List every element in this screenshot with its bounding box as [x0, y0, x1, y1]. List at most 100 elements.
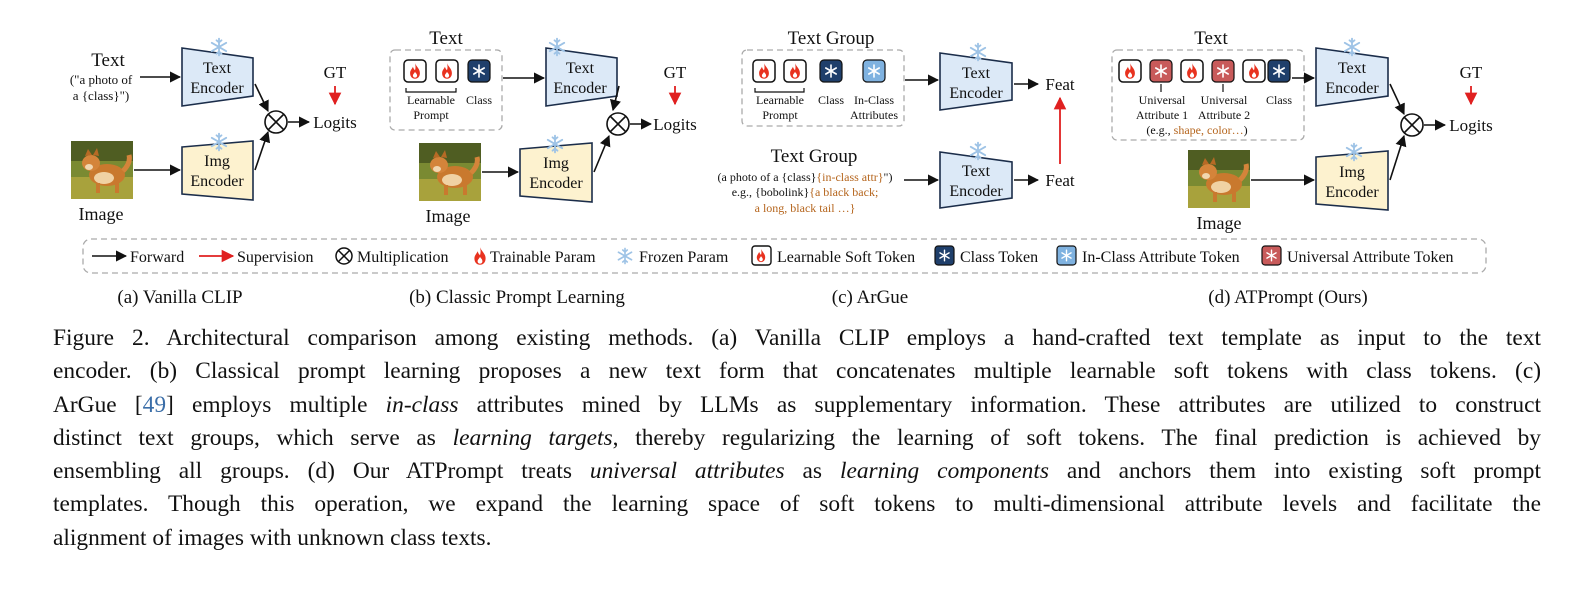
- c-text-group-bottom: Text Group: [771, 146, 858, 167]
- c-text-group-top: Text Group: [788, 28, 875, 49]
- legend-soft-token-icon: [751, 245, 772, 266]
- d-img-encoder: Img Encoder: [1315, 142, 1389, 211]
- c-text-encoder-bottom: Text Encoder: [939, 141, 1013, 209]
- svg-text:Class: Class: [1266, 93, 1292, 107]
- caption-line-3: ArGue [49] employs multiple in-class att…: [53, 391, 1542, 418]
- svg-text:Attribute 2: Attribute 2: [1198, 108, 1250, 122]
- legend-in-class-token: In-Class Attribute Token: [1082, 249, 1240, 266]
- b-img-encoder: Img Encoder: [519, 134, 593, 203]
- c-feat-top: Feat: [1045, 75, 1075, 94]
- d-universal-token-1: [1149, 59, 1173, 83]
- svg-text:Universal: Universal: [1139, 93, 1186, 107]
- svg-text:Text: Text: [962, 65, 991, 82]
- b-text-box: [389, 49, 503, 131]
- legend-forward: Forward: [130, 249, 184, 266]
- legend-class-token-icon: [934, 245, 955, 266]
- c-example-line1: e.g., {bobolink}{a black back;: [732, 185, 879, 199]
- d-soft-token-1: [1118, 59, 1142, 83]
- legend-in-class-token-icon: [1056, 245, 1077, 266]
- svg-text:Text: Text: [962, 163, 991, 180]
- c-example-line2: a long, black tail …}: [755, 201, 856, 215]
- d-text-label: Text: [1194, 28, 1228, 49]
- a-gt-label: GT: [324, 63, 347, 82]
- c-text-box: [741, 49, 905, 127]
- panel-a: Text ("a photo of a {class}") Text Encod…: [70, 37, 357, 224]
- d-text-box: [1111, 49, 1305, 141]
- panel-b: Text Learnable Prompt Class Text Encoder…: [389, 28, 697, 226]
- caption-b: (b) Classic Prompt Learning: [409, 287, 625, 308]
- svg-text:Class: Class: [466, 93, 492, 107]
- svg-text:Encoder: Encoder: [1325, 184, 1379, 201]
- b-multiplication-icon: [606, 112, 630, 136]
- b-gt-label: GT: [664, 63, 687, 82]
- a-image-label: Image: [79, 204, 124, 224]
- b-soft-token-2: [435, 59, 459, 83]
- architecture-figure: Text ("a photo of a {class}") Text Encod…: [70, 28, 1493, 308]
- svg-text:Text: Text: [1338, 60, 1367, 77]
- legend-flame-icon: [474, 247, 486, 265]
- caption-line-4: distinct text groups, which serve as lea…: [53, 424, 1542, 451]
- d-logits-label: Logits: [1449, 116, 1492, 135]
- c-soft-token-1: [752, 59, 776, 83]
- a-dog-image: [71, 141, 133, 199]
- svg-text:Text: Text: [566, 60, 595, 77]
- c-class-token: [819, 59, 843, 83]
- d-multiplication-icon: [1400, 113, 1424, 137]
- b-logits-label: Logits: [653, 115, 696, 134]
- caption-line-5: ensembling all groups. (d) Our ATPrompt …: [53, 458, 1541, 485]
- d-text-encoder: Text Encoder: [1315, 37, 1389, 107]
- svg-text:In-Class: In-Class: [854, 93, 894, 107]
- d-image-label: Image: [1197, 213, 1242, 233]
- legend-universal-token-icon: [1261, 245, 1282, 266]
- svg-text:Img: Img: [543, 155, 569, 172]
- legend-supervision: Supervision: [237, 249, 313, 266]
- svg-text:Attribute 1: Attribute 1: [1136, 108, 1188, 122]
- svg-text:Encoder: Encoder: [1325, 80, 1379, 97]
- caption-line-7: alignment of images with unknown class t…: [53, 524, 492, 551]
- b-text-encoder: Text Encoder: [545, 37, 618, 107]
- a-multiplication-icon: [264, 110, 288, 134]
- d-dog-image: [1188, 150, 1250, 208]
- caption-d: (d) ATPrompt (Ours): [1208, 287, 1367, 308]
- legend-snowflake-icon: [617, 247, 633, 265]
- svg-text:Attributes: Attributes: [850, 108, 898, 122]
- d-universal-token-2: [1211, 59, 1235, 83]
- caption-a: (a) Vanilla CLIP: [117, 287, 242, 308]
- svg-text:Prompt: Prompt: [762, 108, 798, 122]
- svg-text:Prompt: Prompt: [413, 108, 449, 122]
- svg-text:Encoder: Encoder: [190, 80, 244, 97]
- svg-text:Encoder: Encoder: [949, 183, 1003, 200]
- citation-link[interactable]: 49: [142, 391, 167, 418]
- a-logits-label: Logits: [313, 113, 356, 132]
- b-text-label: Text: [429, 28, 463, 49]
- a-text-label: Text: [91, 50, 125, 71]
- svg-text:Universal: Universal: [1201, 93, 1248, 107]
- b-class-token: [467, 59, 491, 83]
- svg-text:Text: Text: [203, 60, 232, 77]
- c-in-class-token: [862, 59, 886, 83]
- caption-c: (c) ArGue: [832, 287, 909, 308]
- svg-text:Img: Img: [1339, 164, 1365, 181]
- panel-d: Text Universal Attribute 1 Un: [1111, 28, 1493, 233]
- legend-soft-token: Learnable Soft Token: [777, 249, 915, 266]
- c-soft-token-2: [783, 59, 807, 83]
- a-img-encoder: Img Encoder: [181, 132, 254, 201]
- d-attr-examples: (e.g., shape, color…): [1146, 123, 1247, 137]
- svg-text:Encoder: Encoder: [949, 85, 1003, 102]
- legend-multiplication: Multiplication: [357, 249, 449, 266]
- a-template-line2: a {class}"): [73, 88, 129, 103]
- a-template-line1: ("a photo of: [70, 72, 133, 87]
- svg-text:Learnable: Learnable: [407, 93, 455, 107]
- svg-text:Encoder: Encoder: [529, 175, 583, 192]
- c-text-encoder-top: Text Encoder: [939, 42, 1013, 111]
- legend-trainable: Trainable Param: [490, 249, 596, 266]
- d-soft-token-2: [1180, 59, 1204, 83]
- caption-line-2: encoder. (b) Classical prompt learning p…: [53, 358, 1541, 385]
- b-soft-token-1: [403, 59, 427, 83]
- svg-text:Encoder: Encoder: [190, 173, 244, 190]
- legend-multiplication-icon: [335, 247, 353, 265]
- figure-caption: Figure 2. Architectural comparison among…: [53, 322, 1541, 555]
- d-soft-token-3: [1242, 59, 1266, 83]
- legend-frozen: Frozen Param: [639, 249, 729, 266]
- legend-class-token: Class Token: [960, 249, 1038, 266]
